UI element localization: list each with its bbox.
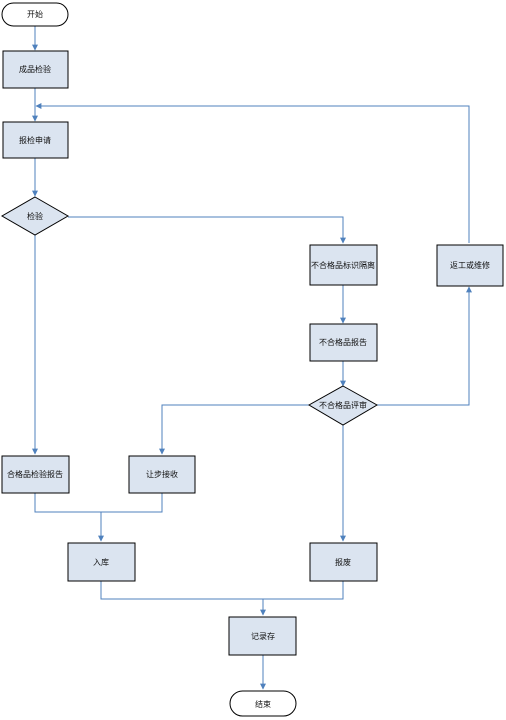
edge-scrap-to-record: [263, 581, 344, 600]
edge-rework-to-request: [35, 103, 470, 243]
warehousing-node: 入库: [67, 542, 136, 582]
end-node: 结束: [229, 690, 297, 717]
record-keeping-label: 记录存: [251, 631, 275, 641]
edge-concession-to-warehousing: [101, 493, 163, 513]
rework-or-repair-node: 返工或维修: [436, 244, 504, 287]
start-node: 开始: [1, 2, 69, 27]
nonconforming-report-node: 不合格品报告: [309, 323, 378, 362]
scrap-label: 报废: [335, 557, 351, 567]
nonconforming-review-label: 不合格品评审: [319, 400, 367, 410]
record-keeping-node: 记录存: [228, 616, 297, 656]
rework-or-repair-label: 返工或维修: [450, 260, 490, 270]
inspection-request-label: 报检申请: [19, 135, 51, 145]
edge-review-to-rework: [377, 286, 472, 406]
nonconforming-mark-isolate-label: 不合格品标识隔离: [311, 260, 375, 270]
edge-warehousing-to-record: [100, 581, 266, 616]
nonconforming-report-label: 不合格品报告: [319, 337, 367, 347]
start-label: 开始: [27, 9, 43, 19]
warehousing-label: 入库: [93, 557, 109, 567]
edge-qualified-report-to-warehousing: [34, 493, 104, 542]
end-label: 结束: [255, 699, 271, 709]
inspect-decision-label: 检验: [27, 211, 43, 221]
nonconforming-review-decision-node: 不合格品评审: [307, 385, 379, 426]
inspection-request-node: 报检申请: [2, 121, 69, 159]
concession-acceptance-label: 让步接收: [146, 469, 178, 479]
qualified-inspection-report-node: 合格品检验报告: [1, 455, 70, 494]
scrap-node: 报废: [309, 542, 378, 582]
finished-product-inspection-label: 成品检验: [19, 64, 51, 74]
concession-acceptance-node: 让步接收: [128, 455, 196, 494]
edge-inspect-to-nonconforming-mark: [68, 216, 346, 244]
finished-product-inspection-node: 成品检验: [2, 50, 69, 89]
nonconforming-mark-isolate-node: 不合格品标识隔离: [309, 244, 378, 286]
qualified-inspection-report-label: 合格品检验报告: [7, 469, 63, 479]
inspect-decision-node: 检验: [0, 196, 70, 236]
edge-review-to-concession: [159, 404, 309, 455]
